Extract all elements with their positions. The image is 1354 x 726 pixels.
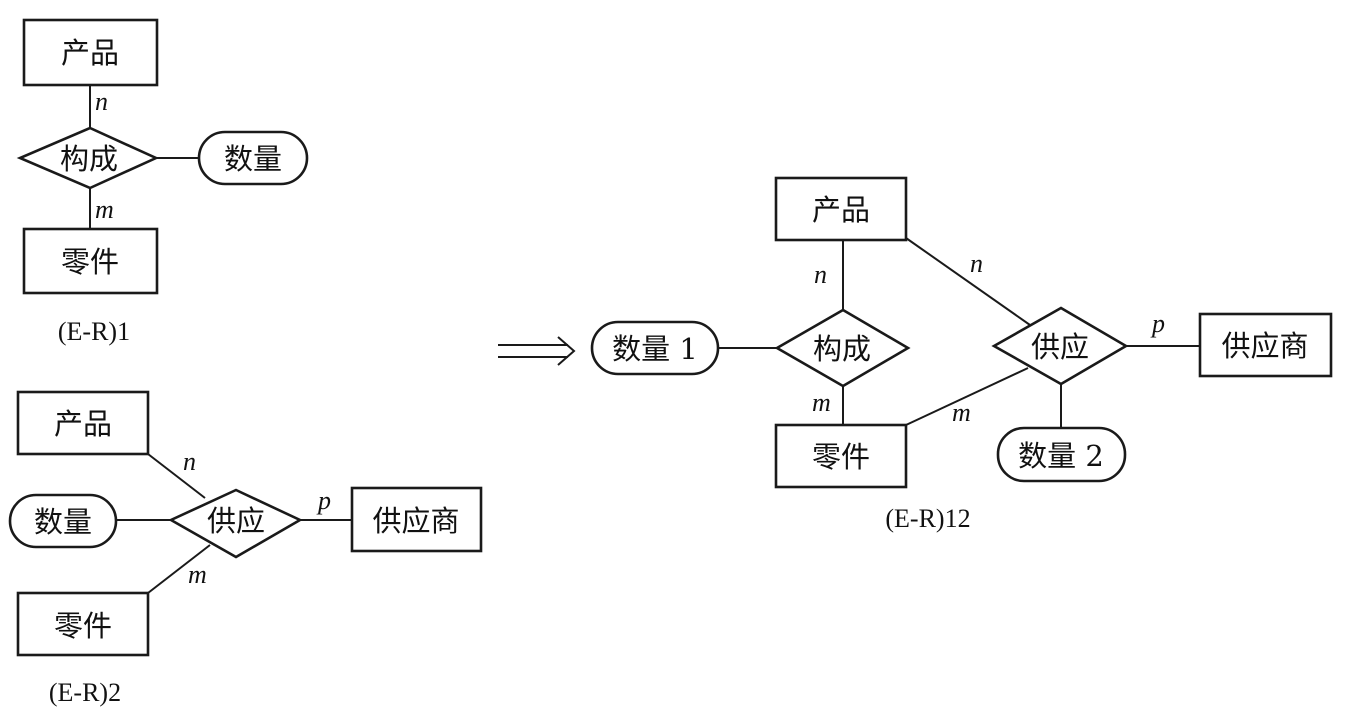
er1-attribute-quantity [197, 130, 309, 186]
er12-supply-part-edge [905, 367, 1029, 426]
er12-attribute-quantity-1-label: 数量 1 [612, 332, 698, 366]
er12-entity-part-label: 零件 [812, 440, 870, 474]
er12-attribute-quantity-2 [996, 426, 1127, 483]
er2-entity-part [16, 591, 150, 657]
er12-entity-product [774, 176, 908, 242]
er2-diagram: 产品 数量 供应 供应商 零件 n p m (E-R)2 [8, 390, 483, 707]
er12-cardinality-supply-part: m [952, 398, 971, 427]
er1-entity-product [22, 18, 159, 87]
er1-relationship-compose-label: 构成 [60, 142, 118, 176]
er2-entity-supplier [350, 486, 483, 553]
er12-cardinality-supplier: p [1150, 309, 1165, 338]
er2-entity-product-label: 产品 [54, 407, 112, 441]
er2-supply-part-edge [147, 544, 211, 594]
er2-product-supply-edge [147, 453, 206, 499]
er1-cardinality-product: n [95, 87, 108, 116]
er1-entity-part [22, 227, 159, 295]
er2-entity-supplier-label: 供应商 [372, 504, 459, 538]
er1-attribute-quantity-label: 数量 [224, 142, 282, 176]
er2-attribute-quantity-label: 数量 [34, 505, 92, 539]
er12-product-supply-edge [905, 237, 1031, 326]
er2-cardinality-product: n [183, 447, 196, 476]
er12-attribute-quantity-1 [590, 320, 720, 376]
er1-entity-product-label: 产品 [61, 36, 119, 70]
er1-relationship-compose [16, 126, 160, 190]
er2-entity-part-label: 零件 [54, 609, 112, 643]
er12-cardinality-compose-part: m [812, 388, 831, 417]
er2-cardinality-supplier: p [316, 486, 331, 515]
er12-relationship-compose-label: 构成 [813, 332, 871, 366]
er12-entity-supplier-label: 供应商 [1221, 329, 1308, 363]
er12-caption: (E-R)12 [885, 504, 970, 533]
er12-relationship-supply [991, 306, 1129, 386]
er12-cardinality-compose-product: n [814, 260, 827, 289]
er1-entity-part-label: 零件 [61, 245, 119, 279]
er2-cardinality-part: m [188, 560, 207, 589]
er12-relationship-compose [774, 308, 911, 388]
er12-entity-supplier [1198, 312, 1333, 378]
er12-diagram: 产品 数量 1 构成 供应 供应商 零件 数量 2 n n p m m (E-R… [590, 176, 1333, 533]
er2-relationship-supply [168, 488, 303, 559]
er1-cardinality-part: m [95, 195, 114, 224]
er12-attribute-quantity-2-label: 数量 2 [1018, 439, 1104, 473]
er12-relationship-supply-label: 供应 [1031, 330, 1089, 364]
er2-entity-product [16, 390, 150, 456]
er12-entity-product-label: 产品 [812, 193, 870, 227]
er2-caption: (E-R)2 [49, 678, 121, 707]
merge-arrow-icon [498, 336, 576, 366]
er1-caption: (E-R)1 [58, 317, 130, 346]
er2-relationship-supply-label: 供应 [207, 504, 265, 538]
er12-entity-part [774, 423, 908, 489]
er12-cardinality-supply-product: n [970, 249, 983, 278]
er1-diagram: 产品 构成 数量 零件 n m (E-R)1 [16, 18, 309, 346]
er2-attribute-quantity [8, 493, 118, 549]
